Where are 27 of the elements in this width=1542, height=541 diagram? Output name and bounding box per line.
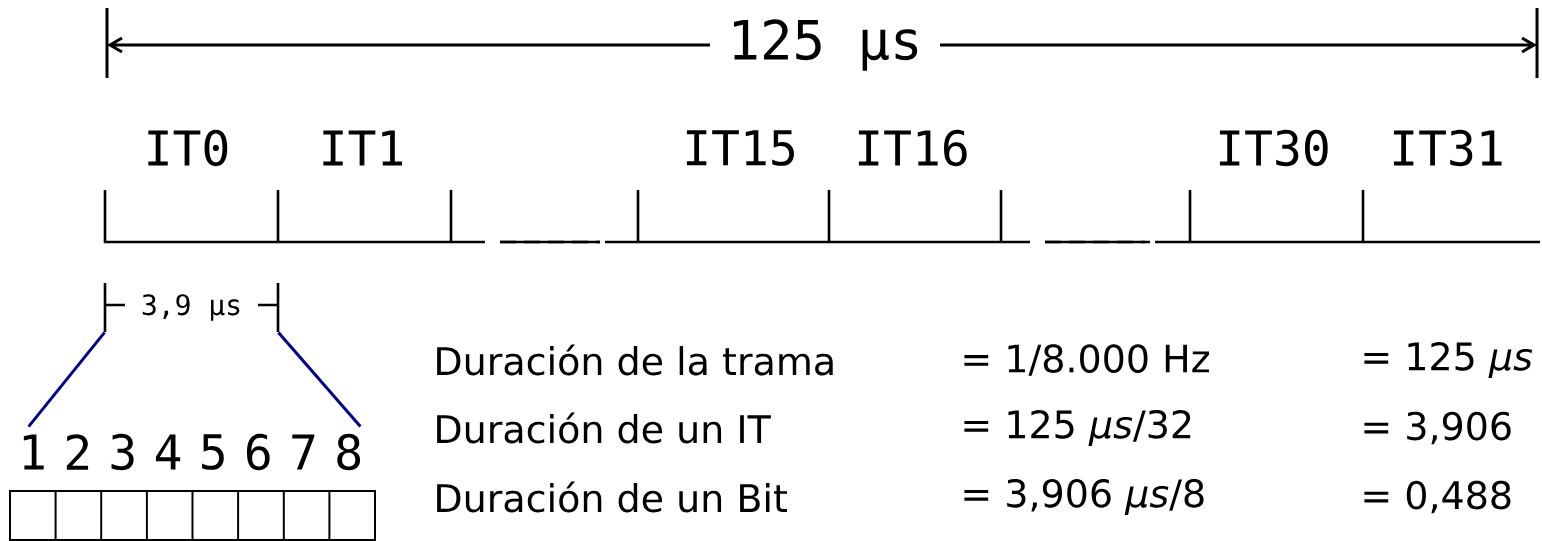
- connector-line: [27, 331, 106, 428]
- bit-number: 4: [155, 434, 181, 470]
- slot-label: IT16: [858, 129, 967, 167]
- slot-label: IT15: [686, 130, 794, 166]
- slot-label: IT31: [1393, 129, 1502, 167]
- table-cell: Duración de la trama: [437, 344, 833, 376]
- slot-label: IT30: [1219, 129, 1328, 167]
- table-cell: Duración de un IT: [437, 412, 771, 444]
- table-cell: = 3,906 μs/8: [964, 478, 1204, 516]
- table-cell: = 3,906: [1364, 411, 1511, 445]
- dimension-label: 125 µs: [723, 15, 927, 75]
- bit-number: 1: [23, 434, 44, 470]
- table-cell: = 0,488: [1364, 480, 1511, 514]
- table-cell: = 125 μs/32: [964, 409, 1191, 447]
- table-cell: Duración de un Bit: [437, 481, 787, 513]
- slot-label: IT1: [323, 130, 403, 166]
- bit-number: 2: [66, 434, 89, 470]
- bit-number: 5: [202, 434, 224, 470]
- table-cell: = 125 μs: [1364, 341, 1533, 379]
- bit-number: 8: [337, 433, 361, 471]
- bit-number: 3: [111, 433, 134, 471]
- time-slot-bracket: 3,9 µs: [103, 281, 280, 334]
- table-cell: = 1/8.000 Hz: [964, 344, 1209, 376]
- slot-label: IT0: [148, 129, 228, 167]
- bit-number: 6: [246, 433, 270, 471]
- bit-number: 7: [292, 434, 315, 470]
- connector-line: [277, 331, 362, 428]
